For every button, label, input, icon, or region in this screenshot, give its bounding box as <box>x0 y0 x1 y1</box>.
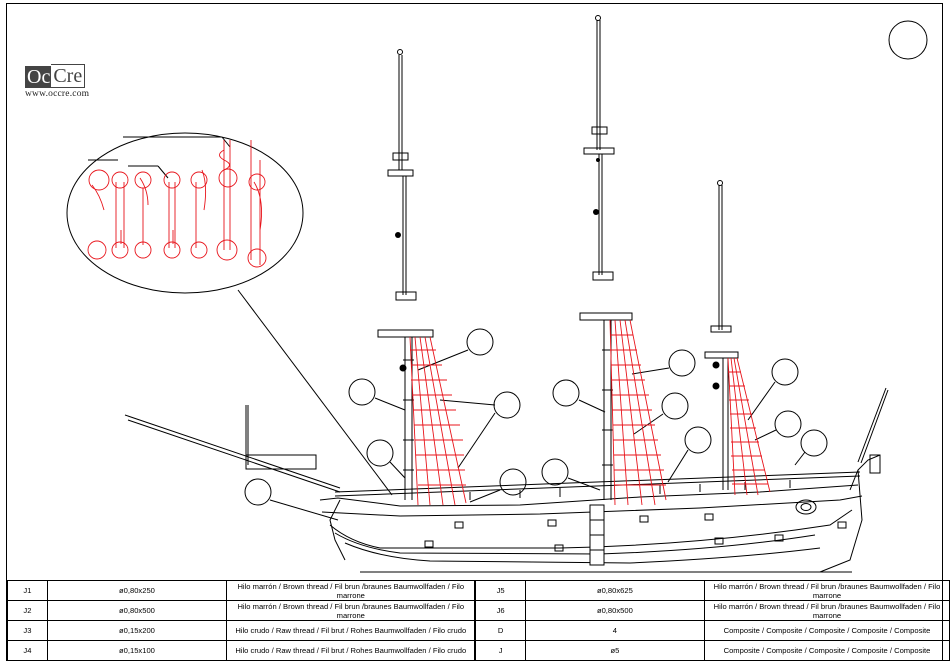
part-description: Composite / Composite / Composite / Comp… <box>704 640 950 661</box>
part-size: ø0,80x625 <box>524 580 706 601</box>
part-ref: J1 <box>7 580 48 601</box>
mizzen-mast <box>704 180 739 490</box>
part-description: Hilo marrón / Brown thread / Fil brun /b… <box>704 580 950 601</box>
table-row: J1 ø0,80x250 Hilo marrón / Brown thread … <box>7 580 950 601</box>
part-size: ø0,80x500 <box>46 600 228 621</box>
bowsprit <box>124 405 341 521</box>
main-mast <box>579 15 633 500</box>
part-ref: J3 <box>7 620 48 641</box>
table-row: J3 ø0,15x200 Hilo crudo / Raw thread / F… <box>7 620 950 641</box>
logo-brand-part2: Cre <box>51 64 86 88</box>
part-description: Hilo marrón / Brown thread / Fil brun /b… <box>704 600 950 621</box>
reference-circle-top <box>888 20 928 60</box>
ship-rigging-diagram <box>66 15 928 573</box>
table-row: J4 ø0,15x100 Hilo crudo / Raw thread / F… <box>7 640 950 661</box>
hull <box>319 454 881 573</box>
fore-mast <box>377 49 434 500</box>
reference-circle-bowsprit <box>244 478 272 506</box>
part-ref: J6 <box>474 600 526 621</box>
part-description: Hilo marrón / Brown thread / Fil brun /b… <box>226 600 476 621</box>
part-description: Hilo crudo / Raw thread / Fil brut / Roh… <box>226 640 476 661</box>
part-size: ø5 <box>524 640 706 661</box>
part-size: ø0,80x500 <box>524 600 706 621</box>
part-description: Hilo marrón / Brown thread / Fil brun /b… <box>226 580 476 601</box>
red-rigging <box>87 140 771 506</box>
part-ref: D <box>474 620 526 641</box>
part-ref: J4 <box>7 640 48 661</box>
logo-brand-part1: Oc <box>25 66 52 88</box>
part-description: Composite / Composite / Composite / Comp… <box>704 620 950 641</box>
detail-leader-line <box>237 289 393 496</box>
part-ref: J <box>474 640 526 661</box>
stern-gaff <box>857 387 887 463</box>
parts-table: J1 ø0,80x250 Hilo marrón / Brown thread … <box>7 580 950 661</box>
part-size: ø0,80x250 <box>46 580 228 601</box>
part-size: ø0,15x100 <box>46 640 228 661</box>
part-description: Hilo crudo / Raw thread / Fil brut / Roh… <box>226 620 476 641</box>
detail-oval <box>66 132 304 294</box>
part-size: 4 <box>524 620 706 641</box>
detail-labels <box>88 136 231 179</box>
drawing-frame <box>6 3 943 661</box>
part-ref: J2 <box>7 600 48 621</box>
reference-callouts <box>348 328 828 503</box>
mast-fittings <box>395 158 720 390</box>
logo-url: www.occre.com <box>25 89 90 99</box>
part-size: ø0,15x200 <box>46 620 228 641</box>
table-row: J2 ø0,80x500 Hilo marrón / Brown thread … <box>7 600 950 621</box>
part-ref: J5 <box>474 580 526 601</box>
